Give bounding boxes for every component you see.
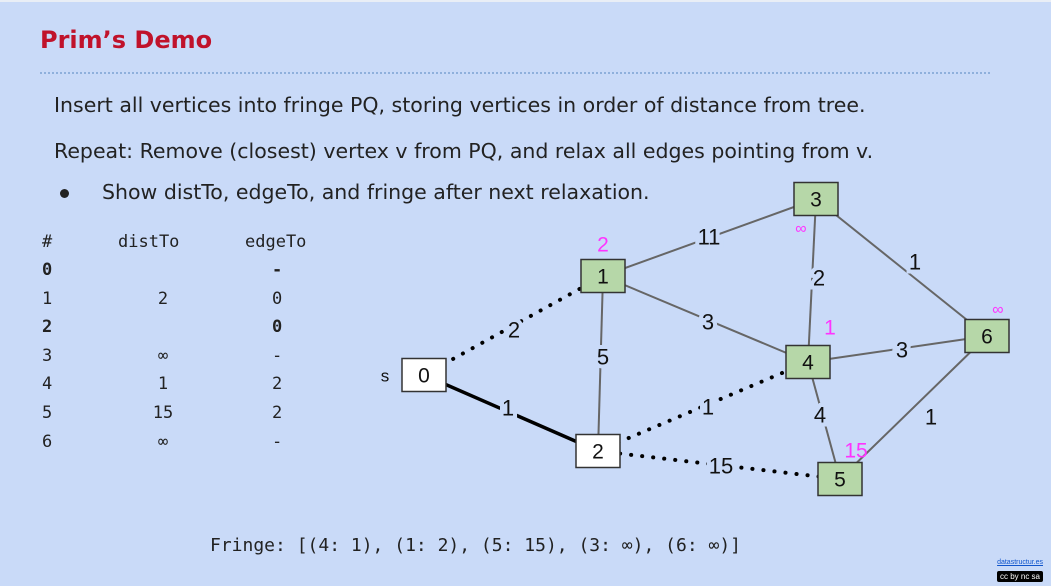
node-0-label: 0 — [418, 365, 430, 388]
edge-weight-1-2: 5 — [597, 345, 609, 370]
table-cell-vertex: 3 — [42, 345, 53, 366]
table-cell-edgeto: 0 — [272, 317, 283, 338]
node-6-box — [964, 318, 1010, 354]
credit: datastructur.es cc by nc sa — [996, 559, 1043, 584]
node-3-box — [793, 181, 839, 217]
node-6-dist: ∞ — [992, 302, 1003, 319]
instruction-line-1: Insert all vertices into fringe PQ, stor… — [54, 93, 866, 117]
edge-weight-3-6: 1 — [909, 250, 921, 275]
edge-0-1 — [422, 274, 605, 377]
edge-1-2 — [597, 275, 604, 452]
node-1-box — [580, 258, 626, 294]
node-4-box — [785, 344, 831, 380]
edge-3-6 — [815, 198, 988, 337]
edge-weight-3-4: 2 — [813, 266, 825, 291]
table-cell-edgeto: 2 — [272, 403, 283, 423]
table-header-distto: distTo — [118, 232, 180, 252]
edge-weight-2-5: 15 — [709, 454, 733, 479]
table-cell-edgeto: 0 — [272, 288, 283, 309]
credit-link[interactable]: datastructur.es — [997, 559, 1043, 566]
edge-4-6 — [807, 335, 988, 363]
table-cell-vertex: 5 — [42, 403, 53, 423]
instruction-line-2: Repeat: Remove (closest) vertex v from P… — [54, 139, 874, 163]
node-5-dist: 15 — [844, 440, 867, 463]
table-cell-distto: 15 — [152, 403, 174, 423]
table-cell-vertex: 1 — [42, 288, 53, 309]
node-5-box — [817, 461, 863, 497]
node-2-box — [575, 433, 621, 469]
table-cell-vertex: 2 — [42, 317, 53, 338]
table-cell-distto: ∞ — [157, 345, 169, 366]
node-0-box — [401, 357, 447, 393]
table-header-edgeto: edgeTo — [245, 232, 307, 252]
table-cell-vertex: 0 — [42, 260, 53, 280]
node-1-label: 1 — [597, 266, 609, 289]
edge-weight-5-6: 1 — [925, 405, 937, 430]
edge-weight-1-4: 3 — [702, 310, 714, 335]
slide-title: Prim’s Demo — [40, 26, 213, 54]
edge-3-4 — [807, 198, 817, 363]
table-cell-edgeto: 2 — [272, 374, 283, 395]
title-divider — [40, 72, 990, 74]
edge-1-4 — [602, 275, 809, 363]
table-cell-edgeto: - — [272, 260, 283, 280]
node-2-label: 2 — [592, 441, 604, 464]
edge-weight-4-6: 3 — [896, 338, 908, 363]
edge-weight-0-2: 1 — [502, 396, 514, 421]
edge-weight-4-5: 4 — [814, 403, 826, 428]
edge-weight-1-3: 11 — [698, 225, 721, 250]
node-1-dist: 2 — [597, 234, 609, 257]
table-header-vertex: # — [42, 232, 53, 252]
bullet-icon — [60, 189, 69, 198]
edge-2-5 — [596, 449, 842, 481]
table-cell-vertex: 4 — [42, 374, 53, 395]
source-label: s — [381, 367, 390, 386]
node-4-label: 4 — [802, 352, 814, 375]
node-5-label: 5 — [834, 469, 846, 492]
edge-5-6 — [839, 335, 988, 480]
bullet-text: Show distTo, edgeTo, and fringe after ne… — [102, 180, 650, 204]
edge-weight-2-4: 1 — [702, 395, 714, 420]
edge-1-3 — [602, 198, 817, 277]
node-3-label: 3 — [810, 189, 822, 212]
table-cell-edgeto: - — [272, 431, 283, 452]
table-cell-distto: ∞ — [157, 431, 169, 452]
table-cell-distto: 1 — [157, 374, 169, 395]
table-cell-edgeto: - — [272, 345, 283, 366]
table-cell-vertex: 6 — [42, 431, 53, 452]
edge-2-4 — [596, 360, 810, 453]
top-border — [0, 0, 1051, 2]
edge-0-2 — [423, 373, 599, 453]
node-6-label: 6 — [981, 326, 993, 349]
edge-weight-0-1: 2 — [508, 318, 520, 343]
license-badge: cc by nc sa — [996, 571, 1043, 582]
node-4-dist: 1 — [824, 317, 836, 340]
table-cell-distto: 2 — [157, 288, 169, 309]
edge-4-5 — [807, 361, 841, 480]
fringe-text: Fringe: [(4: 1), (1: 2), (5: 15), (3: ∞)… — [210, 535, 742, 556]
node-3-dist: ∞ — [795, 221, 806, 238]
